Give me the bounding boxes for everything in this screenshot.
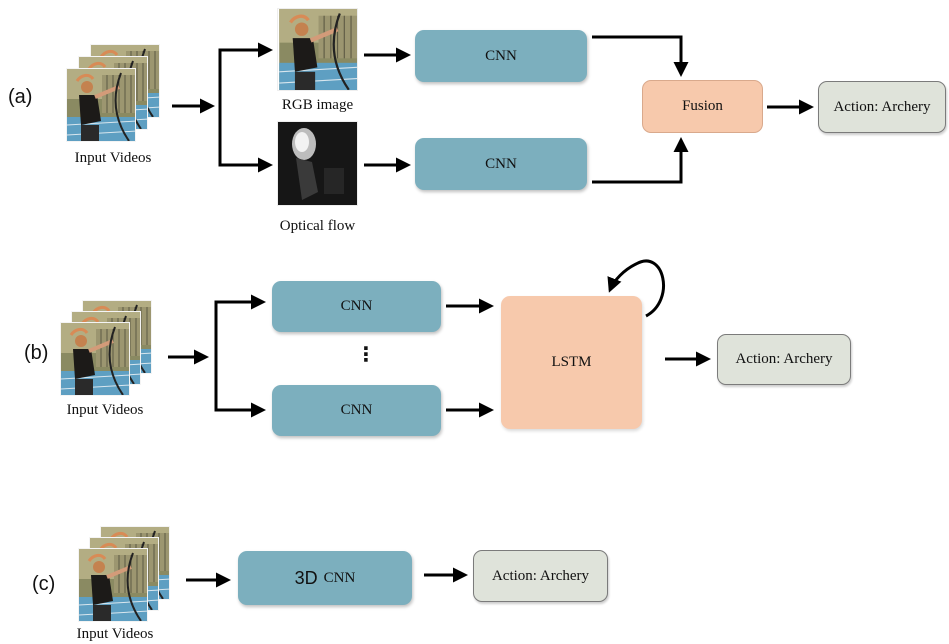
panel-a-label: (a)	[8, 86, 33, 108]
panel-a-cnn-flow: CNN	[415, 138, 587, 190]
optical-flow-image	[277, 121, 358, 206]
cnn-ellipsis: ⋮	[356, 342, 376, 366]
panel-c-label: (c)	[32, 573, 56, 595]
panel-b-input-caption: Input Videos	[66, 402, 144, 418]
optical-flow-caption: Optical flow	[279, 218, 356, 234]
video-frame-front	[78, 548, 148, 622]
arrow-split-to-flow	[218, 106, 273, 173]
panel-b-action-output: Action: Archery	[717, 334, 851, 385]
arrow-split-to-rgb	[218, 42, 273, 165]
cnn-3d-box: 3D CNN	[238, 551, 412, 605]
cnn-3d-suffix: CNN	[323, 569, 356, 586]
panel-b-cnn-last: CNN	[272, 385, 441, 436]
panel-a-cnn-rgb: CNN	[415, 30, 587, 82]
video-frame-front	[60, 322, 130, 396]
panel-a-action-output: Action: Archery	[818, 81, 946, 133]
arrow-b-split-to-cnn-first	[214, 294, 266, 357]
panel-a-input-caption: Input Videos	[74, 150, 152, 166]
panel-b-cnn-first: CNN	[272, 281, 441, 332]
lstm-recurrent-loop-arrow	[607, 259, 665, 318]
rgb-image-caption: RGB image	[281, 97, 354, 113]
fusion-box: Fusion	[642, 80, 763, 133]
panel-c-input-caption: Input Videos	[76, 626, 154, 642]
rgb-image	[277, 8, 358, 91]
video-frame-front	[66, 68, 136, 142]
arrow-cnn-flow-to-fusion	[592, 137, 689, 184]
panel-c-action-output: Action: Archery	[473, 550, 608, 602]
arrow-cnn-rgb-to-fusion	[592, 35, 689, 77]
panel-b-label: (b)	[24, 342, 49, 364]
cnn-3d-prefix: 3D	[294, 567, 318, 588]
arrow-b-split-to-cnn-last	[214, 357, 266, 418]
lstm-box: LSTM	[501, 296, 642, 429]
